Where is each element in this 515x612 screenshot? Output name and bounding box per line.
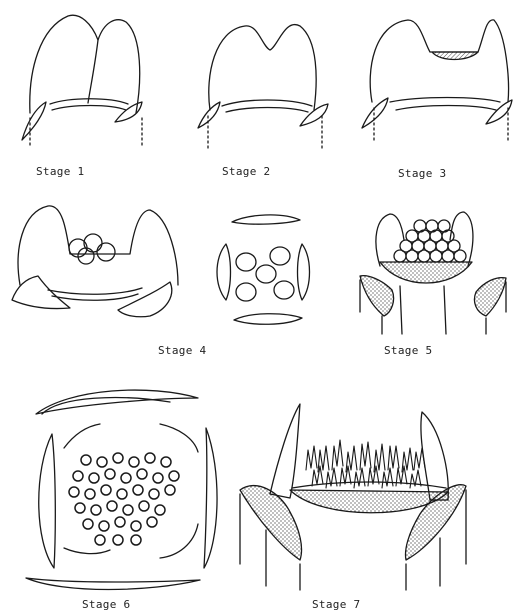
stage-5-drawing	[360, 212, 506, 334]
stage-4-top-view-drawing	[217, 215, 310, 324]
stage-3-drawing	[362, 20, 512, 140]
stage-3-label: Stage 3	[398, 167, 446, 180]
stage-2-label: Stage 2	[222, 165, 270, 178]
stage-1-drawing	[22, 15, 142, 148]
stage-4-side-drawing	[12, 206, 178, 317]
stage-6-label: Stage 6	[82, 598, 130, 611]
stage-4-label: Stage 4	[158, 344, 206, 357]
stage-5-label: Stage 5	[384, 344, 432, 357]
stage-6-drawing	[26, 390, 217, 589]
stage-2-drawing	[198, 25, 328, 148]
stage-7-label: Stage 7	[312, 598, 360, 611]
stage-1-label: Stage 1	[36, 165, 84, 178]
stage-7-drawing	[240, 404, 466, 590]
